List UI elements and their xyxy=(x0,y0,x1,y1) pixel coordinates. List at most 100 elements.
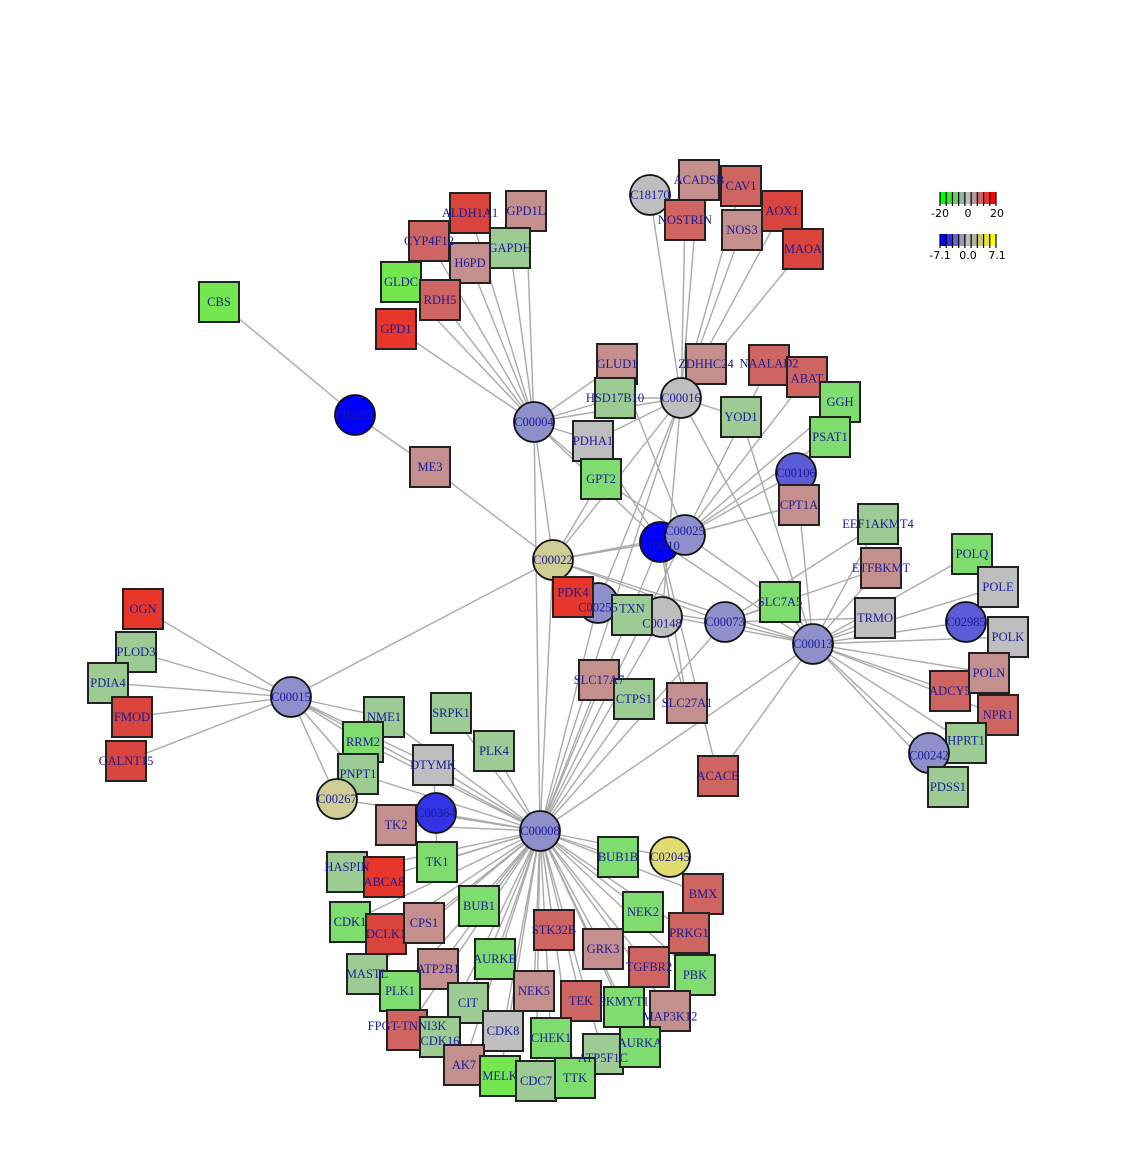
node-label[interactable]: AK7 xyxy=(452,1058,476,1072)
gene-node-plod3[interactable] xyxy=(115,631,157,673)
node-label[interactable]: RDH5 xyxy=(424,293,457,307)
node-label[interactable]: BMX xyxy=(689,887,717,901)
compound-node-c02985[interactable] xyxy=(945,601,987,643)
node-label[interactable]: OGN xyxy=(129,602,156,616)
node-label[interactable]: MAP3K12 xyxy=(643,1010,698,1024)
node-label[interactable]: ACACB xyxy=(696,769,739,783)
gene-node-abca8[interactable] xyxy=(363,856,405,898)
node-label[interactable]: H6PD xyxy=(454,256,485,270)
gene-node-bub1b[interactable] xyxy=(597,836,639,878)
gene-node-cdk8[interactable] xyxy=(482,1010,524,1052)
gene-node-acacb[interactable] xyxy=(697,755,739,797)
compound-node-c00016[interactable] xyxy=(660,377,702,419)
gene-node-pdk4[interactable] xyxy=(552,576,594,618)
gene-node-cdc7[interactable] xyxy=(515,1060,557,1102)
compound-node-c00004[interactable] xyxy=(513,401,555,443)
node-label[interactable]: ABAT xyxy=(791,372,824,386)
node-label[interactable]: HSD17B10 xyxy=(586,391,644,405)
node-label[interactable]: MASTL xyxy=(346,967,388,981)
gene-node-dtymk[interactable] xyxy=(412,744,454,786)
node-label[interactable]: C00010 xyxy=(640,539,680,553)
node-label[interactable]: MAOA xyxy=(784,242,822,256)
node-label[interactable]: TTK xyxy=(563,1071,587,1085)
node-label[interactable]: ALDH1A1 xyxy=(442,206,498,220)
gene-node-psat1[interactable] xyxy=(809,416,851,458)
gene-node-cav1[interactable] xyxy=(720,165,762,207)
gene-node-cps1[interactable] xyxy=(403,902,445,944)
node-label[interactable]: SLC17A7 xyxy=(574,673,625,687)
node-label[interactable]: NOS3 xyxy=(726,223,757,237)
node-label[interactable]: PDIA4 xyxy=(90,676,126,690)
node-label[interactable]: CYP4F12 xyxy=(404,234,454,248)
node-label[interactable]: ETFBKMT xyxy=(852,561,911,575)
node-label[interactable]: C02045 xyxy=(650,850,690,864)
node-label[interactable]: TRMO xyxy=(857,611,893,625)
node-label[interactable]: ME3 xyxy=(418,460,443,474)
gene-node-pole[interactable] xyxy=(977,566,1019,608)
gene-node-nos3[interactable] xyxy=(721,209,763,251)
gene-node-tek[interactable] xyxy=(560,980,602,1022)
gene-node-cpt1a[interactable] xyxy=(778,484,820,526)
node-label[interactable]: PLK1 xyxy=(385,984,415,998)
compound-node-c00008[interactable] xyxy=(519,810,561,852)
node-label[interactable]: GAPDH xyxy=(488,241,531,255)
node-label[interactable]: CDK8 xyxy=(487,1024,520,1038)
gene-node-gpt2[interactable] xyxy=(580,458,622,500)
node-label[interactable]: CAV1 xyxy=(725,179,756,193)
node-label[interactable]: PDK4 xyxy=(557,586,589,600)
compound-node-c00073[interactable] xyxy=(704,601,746,643)
node-label[interactable]: GPT2 xyxy=(586,472,616,486)
node-label[interactable]: AURKB xyxy=(473,952,517,966)
node-label[interactable]: POLN xyxy=(973,666,1006,680)
gene-node-melk[interactable] xyxy=(479,1055,521,1097)
node-label[interactable]: FPGT-TNNI3K xyxy=(368,1019,447,1033)
node-label[interactable]: DTYMK xyxy=(410,758,456,772)
node-label[interactable]: C00267 xyxy=(317,792,357,806)
node-label[interactable]: ACADSB xyxy=(674,173,725,187)
gene-node-slc17a7[interactable] xyxy=(578,659,620,701)
compound-node-c02291[interactable] xyxy=(334,394,376,436)
node-label[interactable]: PDHA1 xyxy=(573,434,613,448)
gene-node-pbk[interactable] xyxy=(674,954,716,996)
gene-node-bub1[interactable] xyxy=(458,885,500,927)
gene-node-gldc[interactable] xyxy=(380,261,422,303)
node-label[interactable]: FMOD xyxy=(114,710,150,724)
node-label[interactable]: ATP5F1C xyxy=(578,1051,628,1065)
node-label[interactable]: C00022 xyxy=(533,553,573,567)
node-label[interactable]: C00073 xyxy=(705,615,745,629)
gene-node-yod1[interactable] xyxy=(720,396,762,438)
node-label[interactable]: HPRT1 xyxy=(947,734,984,748)
gene-node-ctps1[interactable] xyxy=(613,678,655,720)
gene-node-etfbkmt[interactable] xyxy=(860,547,902,589)
node-label[interactable]: CPS1 xyxy=(410,916,439,930)
gene-node-zdhhc24[interactable] xyxy=(685,343,727,385)
node-label[interactable]: ADCY5 xyxy=(929,684,971,698)
gene-node-ttk[interactable] xyxy=(554,1057,596,1099)
node-label[interactable]: HASPIN xyxy=(324,860,369,874)
gene-node-cyp4f12[interactable] xyxy=(408,220,450,262)
gene-node-adcy5[interactable] xyxy=(929,670,971,712)
node-label[interactable]: AURKA xyxy=(618,1036,662,1050)
node-label[interactable]: PDSS1 xyxy=(930,780,966,794)
gene-node-nek5[interactable] xyxy=(513,970,555,1012)
gene-node-tk1[interactable] xyxy=(416,841,458,883)
node-label[interactable]: C00106 xyxy=(776,466,816,480)
gene-node-hsd17b10[interactable] xyxy=(594,377,636,419)
gene-node-plk4[interactable] xyxy=(473,730,515,772)
node-label[interactable]: POLE xyxy=(982,580,1014,594)
gene-node-pdha1[interactable] xyxy=(572,420,614,462)
gene-node-fmod[interactable] xyxy=(111,696,153,738)
node-label[interactable]: BUB1 xyxy=(463,899,495,913)
gene-node-slc7a5[interactable] xyxy=(759,581,801,623)
node-label[interactable]: GLUD1 xyxy=(597,357,638,371)
node-label[interactable]: CHEK1 xyxy=(531,1031,571,1045)
gene-node-aox1[interactable] xyxy=(761,190,803,232)
node-label[interactable]: C02985 xyxy=(946,615,986,629)
gene-node-me3[interactable] xyxy=(409,446,451,488)
node-label[interactable]: SLC27A1 xyxy=(662,696,713,710)
gene-node-pdss1[interactable] xyxy=(927,766,969,808)
node-label[interactable]: SRPK1 xyxy=(432,706,470,720)
node-label[interactable]: NME1 xyxy=(367,710,401,724)
node-label[interactable]: C00242 xyxy=(909,749,949,763)
gene-node-rdh5[interactable] xyxy=(419,279,461,321)
